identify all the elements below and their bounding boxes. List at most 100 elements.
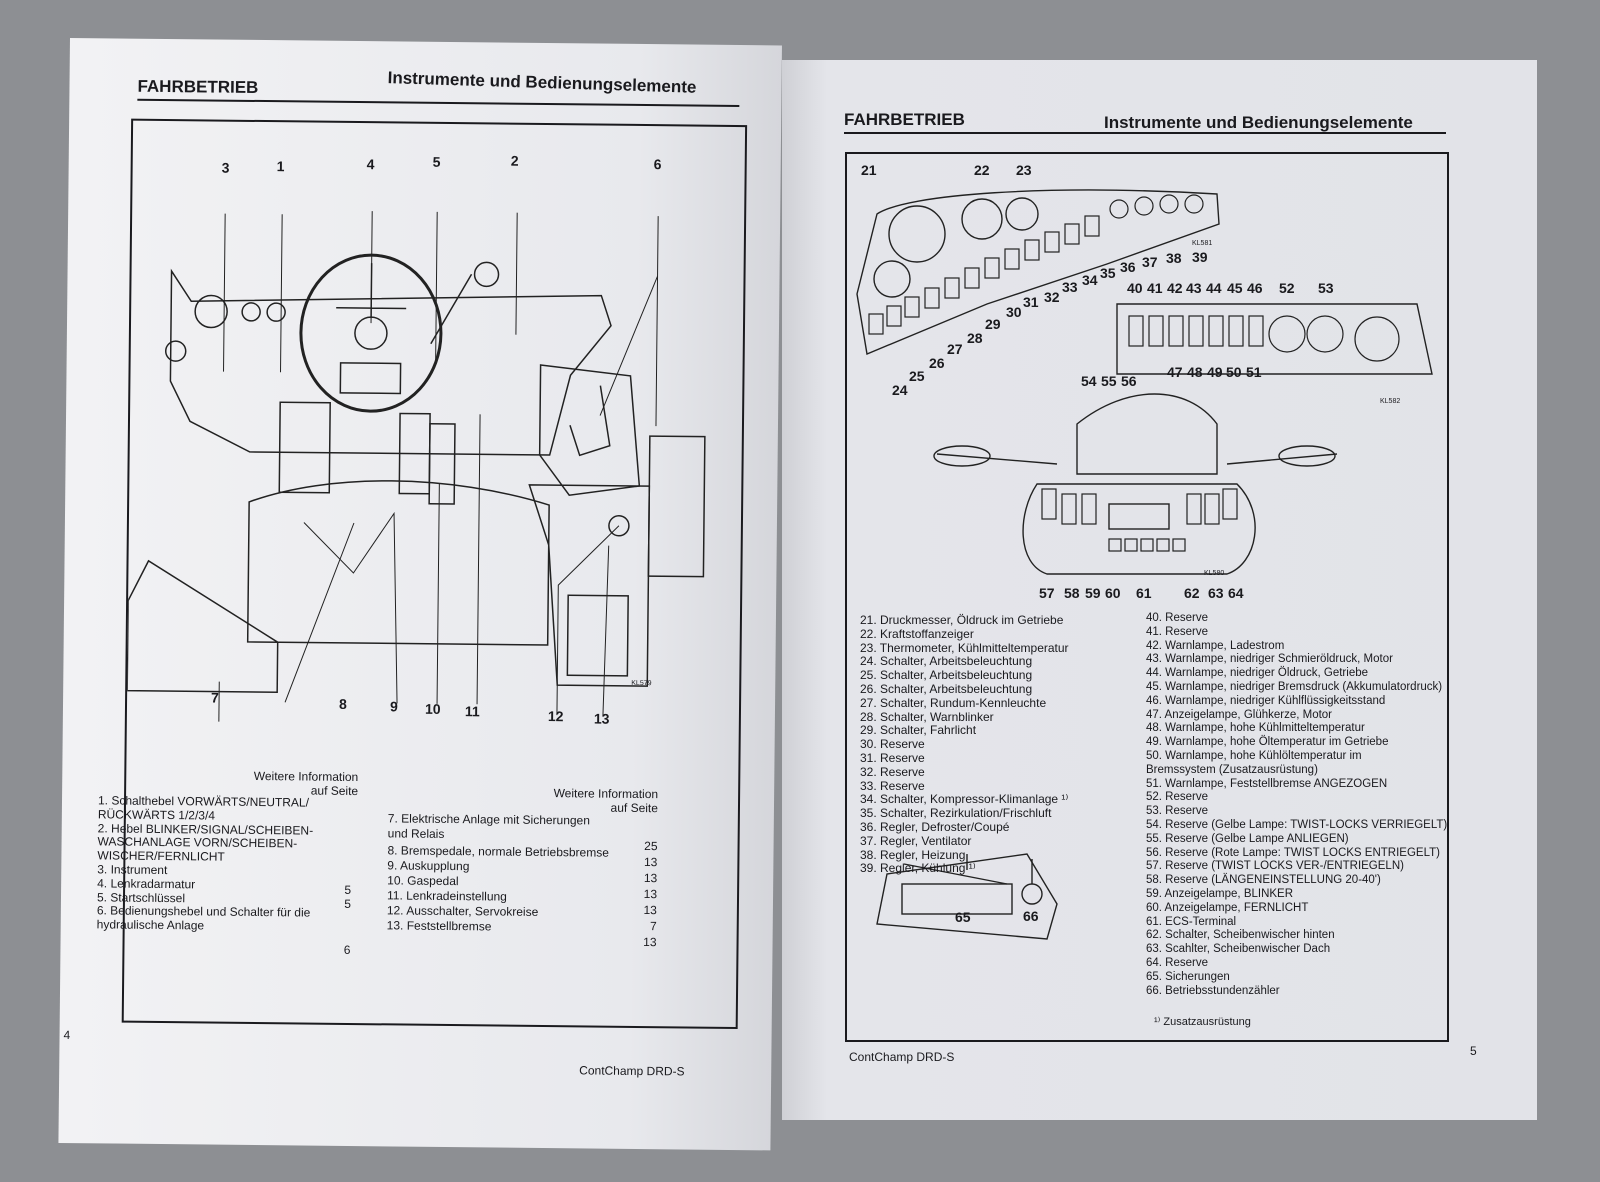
callout-29: 29 (985, 316, 1001, 332)
header-rule (844, 132, 1446, 134)
legend-item: 24. Schalter, Arbeitsbeleuchtung (860, 654, 1033, 669)
callout-42: 42 (1167, 280, 1183, 296)
figure-code: KL582 (1380, 398, 1401, 405)
legend-item: 22. Kraftstoffanzeiger (860, 626, 974, 641)
legend-item: 55. Reserve (Gelbe Lampe ANLIEGEN) (1146, 832, 1349, 845)
legend-item: 57. Reserve (TWIST LOCKS VER-/ENTRIEGELN… (1146, 860, 1404, 873)
callout-11: 11 (464, 703, 480, 720)
page-title: Instrumente und Bedienungselemente (387, 68, 697, 97)
legend-item: 41. Reserve (1146, 625, 1209, 638)
callout-4: 4 (366, 156, 375, 173)
callout-28: 28 (967, 330, 983, 346)
legend-item: 52. Reserve (1146, 791, 1209, 804)
legend-item: 36. Regler, Defroster/Coupé (860, 819, 1010, 834)
legend-col2: 7. Elektrische Anlage mit Sicherungen un… (387, 811, 610, 935)
legend-item: 13. Feststellbremse (386, 918, 492, 934)
callout-50: 50 (1226, 364, 1242, 380)
legend-item: 53. Reserve (1146, 805, 1209, 818)
figure-code: KL579 (631, 679, 652, 688)
header-rule (137, 98, 740, 108)
page-title: Instrumente und Bedienungselemente (1104, 113, 1413, 132)
callout-35: 35 (1100, 265, 1116, 281)
left-page: FAHRBETRIEB Instrumente und Bedienungsel… (58, 38, 782, 1151)
callout-54: 54 (1081, 373, 1097, 389)
callout-41: 41 (1147, 280, 1163, 296)
callout-25: 25 (909, 368, 925, 384)
legend-item: 48. Warnlampe, hohe Kühlmitteltemperatur (1146, 722, 1365, 735)
legend-item: 49. Warnlampe, hohe Öltemperatur im Getr… (1146, 736, 1389, 749)
figure-code: KL580 (1204, 570, 1225, 577)
legend-item: 30. Reserve (860, 737, 925, 752)
callout-36: 36 (1120, 259, 1136, 275)
callout-10: 10 (424, 700, 441, 717)
callout-66: 66 (1023, 908, 1039, 924)
callout-30: 30 (1006, 304, 1022, 320)
legend-col1: 21. Druckmesser, Öldruck im Getriebe 22.… (860, 613, 1069, 876)
legend-item: 66. Betriebsstundenzähler (1146, 984, 1280, 997)
callout-34: 34 (1082, 272, 1098, 288)
callout-48: 48 (1187, 364, 1203, 380)
callout-53: 53 (1318, 280, 1334, 296)
legend-col1: 1. Schalthebel VORWÄRTS/NEUTRAL/ RÜCKWÄR… (96, 793, 314, 934)
page-ref: 6 (343, 942, 351, 957)
section-heading: FAHRBETRIEB (844, 110, 965, 129)
callout-51: 51 (1246, 364, 1262, 380)
callout-26: 26 (929, 355, 945, 371)
callout-40: 40 (1127, 280, 1143, 296)
callout-44: 44 (1206, 280, 1222, 296)
legend-item: 62. Schalter, Scheibenwischer hinten (1146, 929, 1335, 942)
callout-21: 21 (861, 162, 877, 178)
cab-interior-drawing (126, 211, 706, 722)
callout-49: 49 (1207, 364, 1223, 380)
callout-39: 39 (1192, 249, 1208, 265)
callout-63: 63 (1208, 585, 1224, 601)
legend-item: 50. Warnlampe, hohe Kühlöltemperatur im (1146, 749, 1362, 762)
callout-23: 23 (1016, 162, 1032, 178)
legend-item: 28. Schalter, Warnblinker (860, 709, 994, 724)
legend-item: hydraulische Anlage (96, 917, 205, 933)
legend-col2-pages: 25 13 13 13 13 7 13 (630, 838, 658, 950)
callout-56: 56 (1121, 373, 1137, 389)
callout-27: 27 (947, 341, 963, 357)
callout-8: 8 (338, 695, 347, 712)
callout-1: 1 (276, 158, 285, 175)
legend-item: 39. Regler, Kühlung ¹⁾ (860, 861, 976, 876)
callout-60: 60 (1105, 585, 1121, 601)
legend-item: 59. Anzeigelampe, BLINKER (1146, 887, 1294, 900)
callout-5: 5 (432, 153, 441, 170)
callout-64: 64 (1228, 585, 1244, 601)
page-number: 4 (63, 1027, 71, 1043)
callout-47: 47 (1167, 364, 1183, 380)
callout-59: 59 (1085, 585, 1101, 601)
legend-item: 58. Reserve (LÄNGENEINSTELLUNG 20-40') (1146, 874, 1381, 887)
callout-22: 22 (974, 162, 990, 178)
page-ref: 5 (344, 896, 352, 911)
legend-item: 40. Reserve (1146, 612, 1209, 624)
callout-9: 9 (389, 698, 398, 715)
callout-33: 33 (1062, 279, 1078, 295)
legend-item: 60. Anzeigelampe, FERNLICHT (1146, 901, 1309, 914)
legend-item: 32. Reserve (860, 764, 925, 779)
figure-code: KL581 (1192, 240, 1213, 247)
callout-38: 38 (1166, 250, 1182, 266)
info-header-line: Weitere Information (553, 786, 659, 802)
legend-item: 25. Schalter, Arbeitsbeleuchtung (860, 668, 1033, 683)
callout-6: 6 (653, 156, 662, 173)
page-ref: 25 (644, 839, 658, 854)
legend-item: 26. Schalter, Arbeitsbeleuchtung (860, 681, 1033, 696)
callout-31: 31 (1023, 294, 1039, 310)
legend-item: 45. Warnlampe, niedriger Bremsdruck (Akk… (1146, 680, 1443, 693)
callout-7: 7 (211, 689, 219, 706)
page-number: 5 (1470, 1044, 1477, 1058)
legend-item: 43. Warnlampe, niedriger Schmieröldruck,… (1146, 653, 1393, 666)
callout-32: 32 (1044, 289, 1060, 305)
legend-item: 38. Regler, Heizung (860, 847, 966, 862)
legend-item: 56. Reserve (Rote Lampe: TWIST LOCKS ENT… (1146, 846, 1440, 859)
legend-item: 21. Druckmesser, Öldruck im Getriebe (860, 613, 1064, 627)
info-header-line: Weitere Information (253, 768, 359, 785)
callout-13: 13 (593, 710, 610, 727)
legend-item: 47. Anzeigelampe, Glühkerze, Motor (1146, 708, 1333, 721)
legend-item: 46. Warnlampe, niedriger Kühlflüssigkeit… (1146, 694, 1386, 707)
page-ref: 13 (643, 871, 658, 886)
legend-item: und Relais (387, 826, 445, 841)
